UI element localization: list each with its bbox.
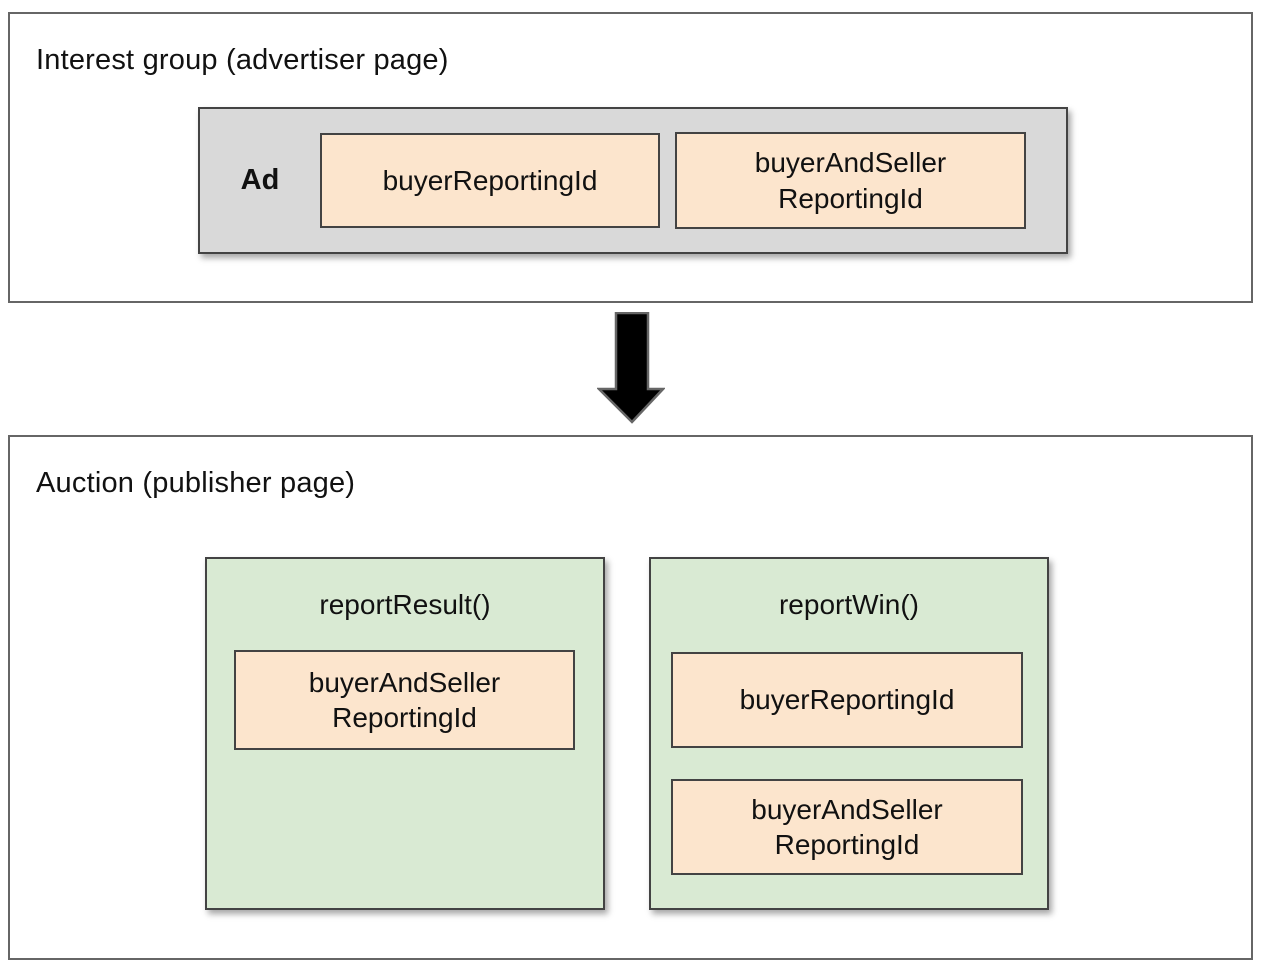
report-win-box: reportWin() buyerReportingId buyerAndSel…	[649, 557, 1049, 910]
ad-label: Ad	[240, 164, 280, 196]
down-arrow-shape	[597, 312, 665, 424]
report-win-title: reportWin()	[778, 589, 919, 620]
report-result-box: reportResult() buyerAndSeller ReportingI…	[205, 557, 605, 910]
buyer-reporting-id-chip: buyerReportingId	[320, 133, 660, 228]
interest-group-section: Interest group (advertiser page) Ad buye…	[8, 12, 1253, 303]
report-result-title: reportResult()	[319, 589, 491, 620]
buyer-reporting-id-chip: buyerReportingId	[671, 652, 1023, 748]
auction-title: Auction (publisher page)	[36, 467, 356, 499]
ad-box: Ad buyerReportingId buyerAndSeller Repor…	[198, 107, 1068, 254]
buyer-and-seller-reporting-id-chip: buyerAndSeller ReportingId	[234, 650, 575, 750]
down-arrow-icon	[597, 312, 665, 424]
buyer-and-seller-reporting-id-chip: buyerAndSeller ReportingId	[671, 779, 1023, 875]
auction-section: Auction (publisher page) reportResult() …	[8, 435, 1253, 960]
interest-group-title: Interest group (advertiser page)	[36, 44, 449, 76]
buyer-and-seller-reporting-id-chip: buyerAndSeller ReportingId	[675, 132, 1026, 229]
